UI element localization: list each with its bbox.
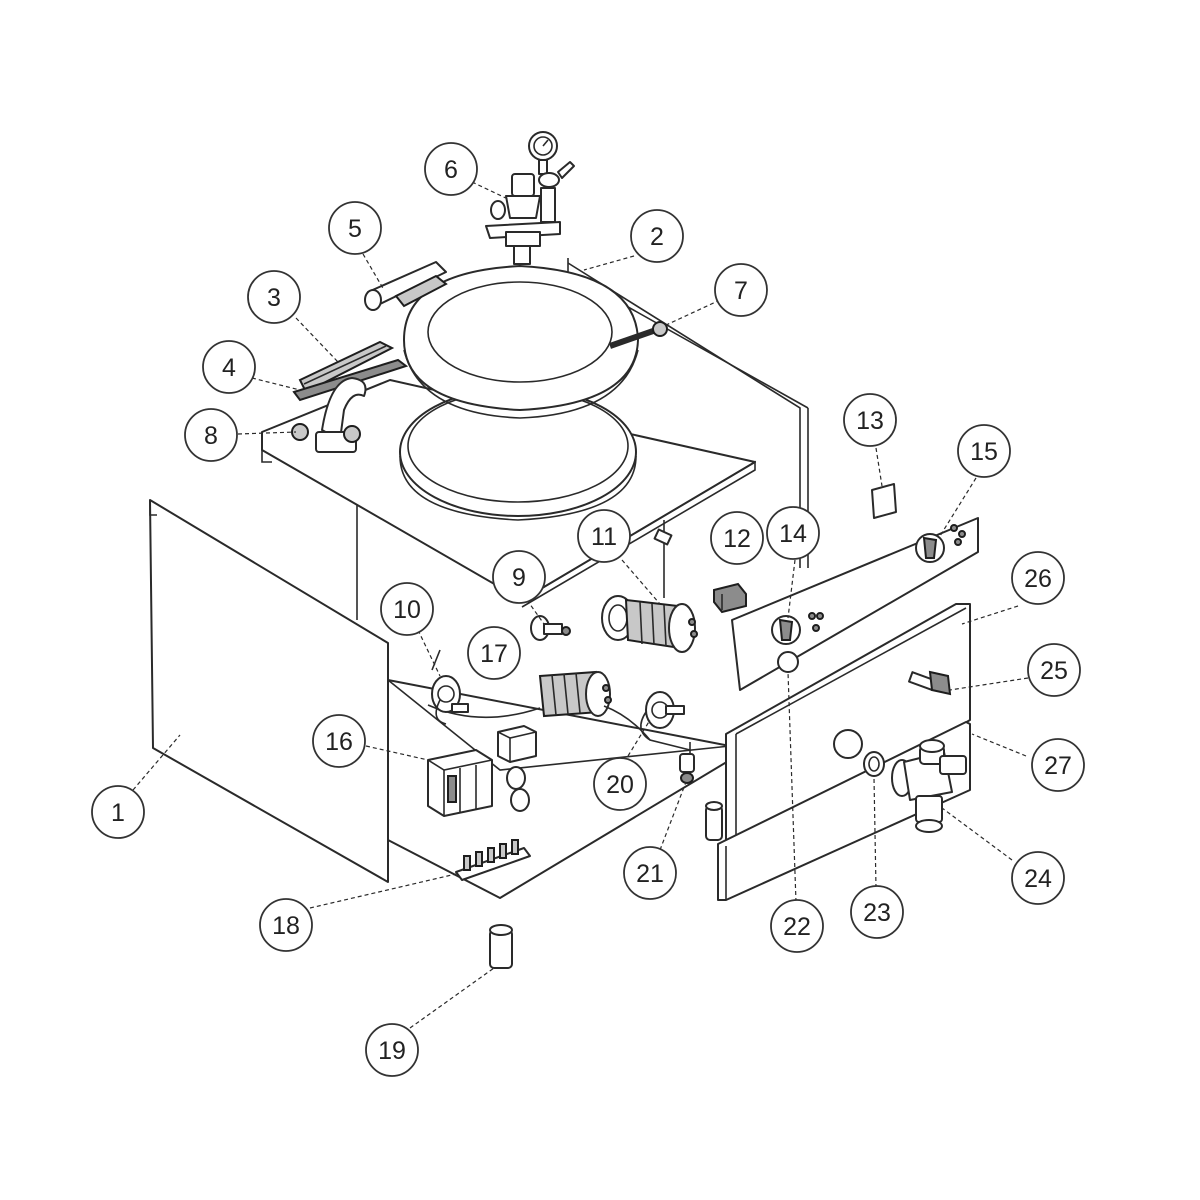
callout-18: 18 [259, 898, 313, 952]
callout-25: 25 [1027, 643, 1081, 697]
control-panel [731, 517, 979, 691]
callout-9: 9 [492, 550, 546, 604]
callout-14-label: 14 [779, 520, 807, 548]
leader-lines [132, 181, 1029, 1029]
part-23-fitting [863, 751, 885, 777]
callout-3: 3 [247, 270, 301, 324]
part-18-terminal-strip [455, 839, 531, 881]
callout-6: 6 [424, 142, 478, 196]
callout-9-label: 9 [512, 564, 526, 592]
part-7-lid-handle [609, 321, 668, 349]
part-8-faucet [291, 377, 367, 453]
part-24-drain-valve [891, 739, 967, 833]
callout-22: 22 [770, 899, 824, 953]
callout-8: 8 [184, 408, 238, 462]
kettle-lower-ring [399, 387, 637, 521]
callout-23-label: 23 [863, 899, 891, 927]
callout-15-label: 15 [970, 438, 998, 466]
heating-element-lower [538, 670, 612, 718]
callout-20-label: 20 [606, 771, 634, 799]
part-25-door-knob [908, 670, 952, 696]
callout-16-label: 16 [325, 728, 353, 756]
kettle-lid [403, 265, 639, 419]
callout-14: 14 [766, 506, 820, 560]
part-20-thermostat [640, 691, 685, 741]
part-15-knob [915, 524, 966, 563]
callout-27-label: 27 [1044, 752, 1072, 780]
part-12-switch [713, 582, 747, 614]
callout-10: 10 [380, 582, 434, 636]
callout-12-label: 12 [723, 525, 751, 553]
part-6-pressure-valve [485, 131, 575, 265]
callout-17: 17 [467, 626, 521, 680]
callout-2-label: 2 [650, 223, 664, 251]
callout-10-label: 10 [393, 596, 421, 624]
callout-20: 20 [593, 757, 647, 811]
callout-21: 21 [623, 846, 677, 900]
callout-6-label: 6 [444, 156, 458, 184]
part-11-heating-element-upper [601, 595, 698, 653]
callout-24: 24 [1011, 851, 1065, 905]
callout-1-label: 1 [111, 799, 125, 827]
callout-26: 26 [1011, 551, 1065, 605]
part-16-contactor [427, 749, 493, 817]
callout-12: 12 [710, 511, 764, 565]
door-foot [705, 801, 723, 841]
capacitors [506, 766, 530, 812]
part-19-foot [489, 924, 513, 969]
part-17-relay [497, 725, 537, 763]
connector-pin [653, 528, 673, 546]
part-5-handle-bar [364, 261, 448, 311]
callout-23: 23 [850, 885, 904, 939]
callout-16: 16 [312, 714, 366, 768]
callout-7: 7 [714, 263, 768, 317]
part-14-knob [771, 612, 824, 645]
callout-19: 19 [365, 1023, 419, 1077]
part-13-indicator-lamp [871, 483, 897, 519]
callout-5-label: 5 [348, 215, 362, 243]
callout-27: 27 [1031, 738, 1085, 792]
part-9-small-valve [530, 615, 571, 641]
callout-7-label: 7 [734, 277, 748, 305]
callout-5: 5 [328, 201, 382, 255]
callout-1: 1 [91, 785, 145, 839]
callout-19-label: 19 [378, 1037, 406, 1065]
part-26-door-upper [725, 603, 971, 859]
callout-13-label: 13 [856, 407, 884, 435]
callout-8-label: 8 [204, 422, 218, 450]
callout-13: 13 [843, 393, 897, 447]
callout-2: 2 [630, 209, 684, 263]
part-1-side-panel [149, 499, 389, 883]
callout-15: 15 [957, 424, 1011, 478]
callout-22-label: 22 [783, 913, 811, 941]
callout-11: 11 [577, 509, 631, 563]
callout-26-label: 26 [1024, 565, 1052, 593]
callout-24-label: 24 [1024, 865, 1052, 893]
callout-4-label: 4 [222, 354, 236, 382]
callout-3-label: 3 [267, 284, 281, 312]
callouts: 1 2 3 4 5 6 7 8 9 10 11 12 13 14 15 16 1… [91, 142, 1085, 1077]
callout-4: 4 [202, 340, 256, 394]
callout-11-label: 11 [591, 523, 617, 551]
callout-17-label: 17 [480, 640, 508, 668]
callout-18-label: 18 [272, 912, 300, 940]
part-10-thermostat [431, 649, 469, 725]
callout-25-label: 25 [1040, 657, 1068, 685]
part-22-lamp [777, 651, 799, 673]
callout-21-label: 21 [636, 860, 664, 888]
part-21-solenoid-valve [679, 742, 695, 784]
